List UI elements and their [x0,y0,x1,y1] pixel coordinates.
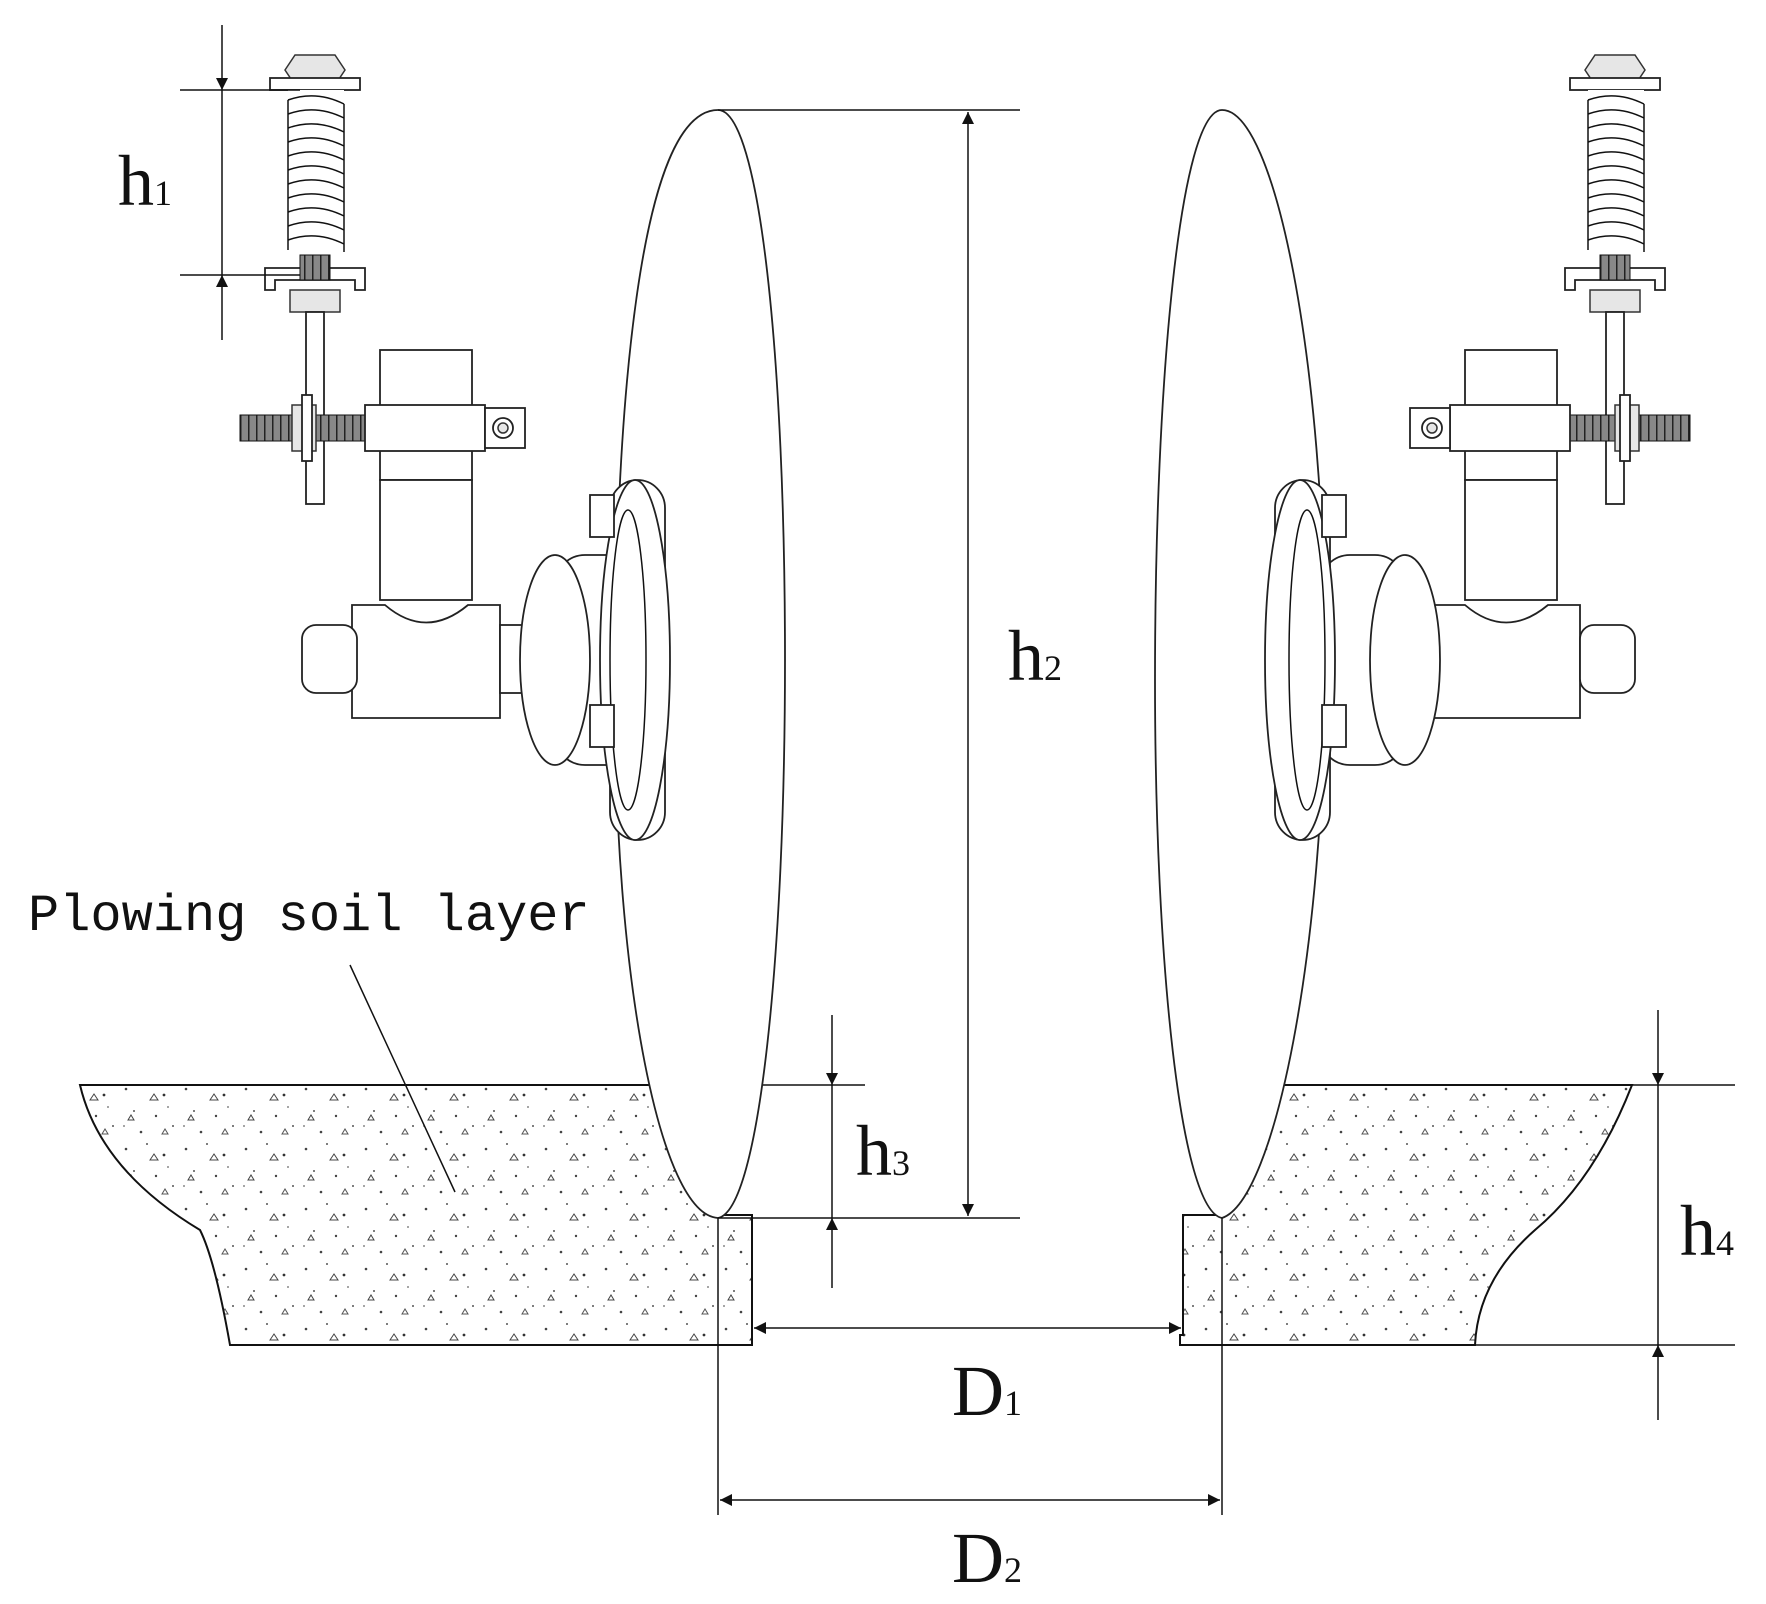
soil-right [1179,1084,1634,1346]
svg-text:h2: h2 [1008,616,1062,696]
dimension-h2: h2 [718,109,1062,1219]
D2-subscript: 2 [1004,1550,1022,1590]
svg-text:h1: h1 [118,141,172,221]
h2-subscript: 2 [1044,648,1062,688]
svg-text:h4: h4 [1680,1191,1734,1271]
h2-label: h [1008,616,1044,696]
h4-label: h [1680,1191,1716,1271]
soil-left [78,1084,753,1346]
h1-subscript: 1 [154,173,172,213]
svg-text:D2: D2 [952,1518,1022,1598]
flange-bolt-icon [1321,704,1347,748]
h4-subscript: 4 [1716,1223,1734,1263]
h1-label: h [118,141,154,221]
plowing-soil-callout: Plowing soil layer [28,887,590,1193]
D1-label: D [952,1351,1004,1431]
dimension-D1: D1 [754,1322,1181,1431]
spring-icon [1587,90,1645,260]
dimension-h1: h1 [118,25,300,340]
mount-assembly-left [239,54,671,841]
h3-label: h [856,1111,892,1191]
D2-label: D [952,1518,1004,1598]
svg-text:h3: h3 [856,1111,910,1191]
spring-icon [287,90,345,260]
h3-subscript: 3 [892,1143,910,1183]
callout-leader-line [349,964,456,1193]
mount-assembly-right [1264,54,1691,841]
disc-right [1154,109,1326,1219]
disc-left [614,109,786,1219]
dimension-h3: h3 [826,1015,910,1288]
plowing-soil-layer-label: Plowing soil layer [28,887,590,946]
flange-bolt-icon [589,494,615,538]
flange-bolt-icon [1321,494,1347,538]
dimension-h4: h4 [1652,1010,1734,1420]
dimension-D2: D2 [717,1218,1223,1598]
D1-subscript: 1 [1004,1383,1022,1423]
svg-text:D1: D1 [952,1351,1022,1431]
flange-bolt-icon [589,704,615,748]
